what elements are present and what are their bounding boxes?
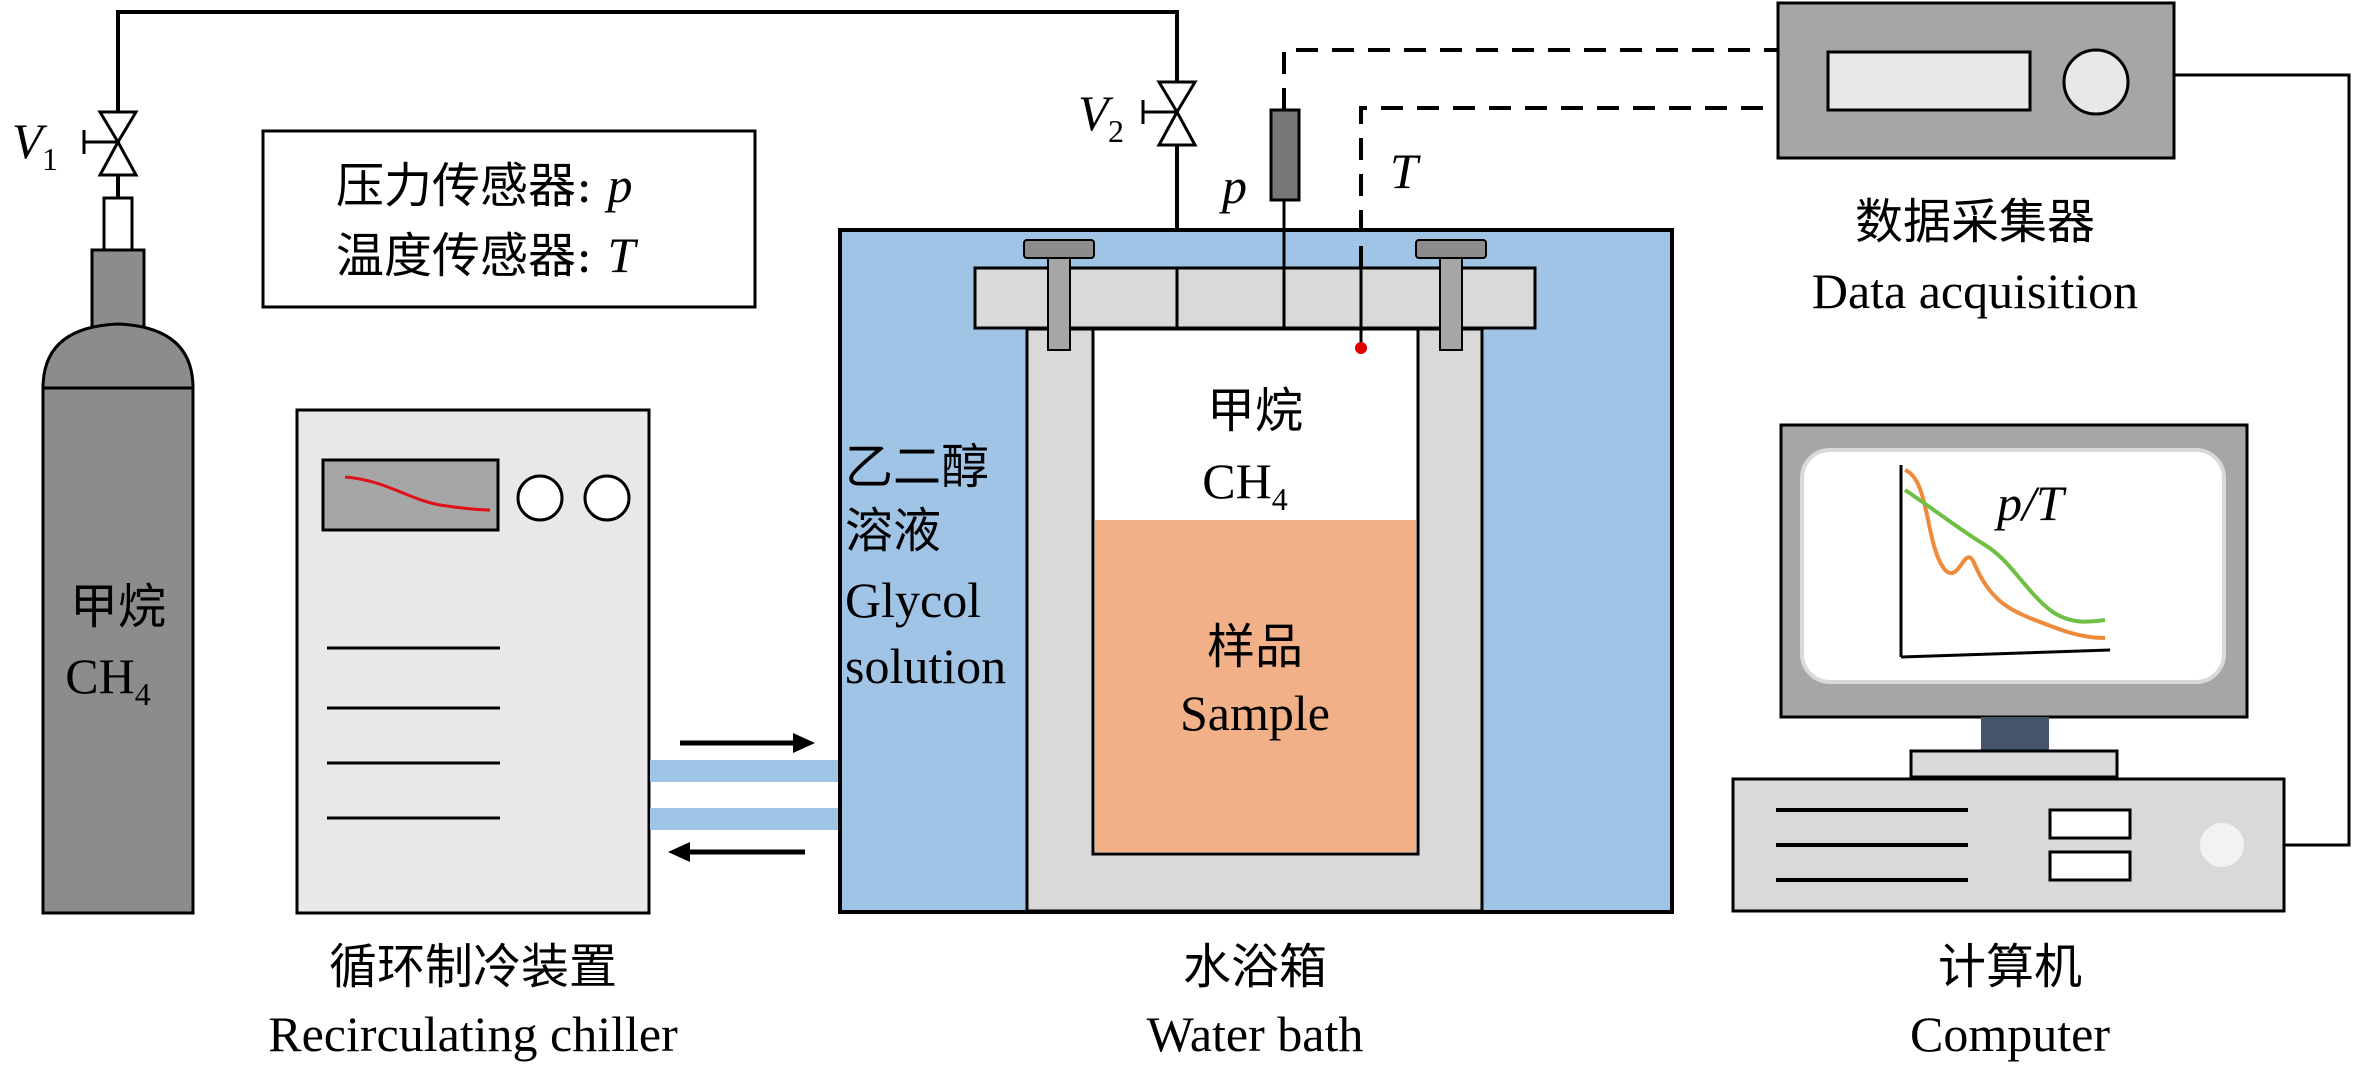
legend-temperature-line: 温度传感器: T xyxy=(336,227,638,284)
screen-curve-pressure xyxy=(1903,468,2106,640)
monitor-base xyxy=(1909,749,2119,779)
monitor-screen xyxy=(1800,448,2226,684)
chiller-knob-icon[interactable] xyxy=(516,474,564,522)
valve-v2-icon[interactable] xyxy=(1141,80,1198,147)
coolant-pipes xyxy=(650,733,841,862)
legend-pressure-line: 压力传感器: p xyxy=(336,157,632,214)
power-button-icon[interactable] xyxy=(2198,821,2246,869)
monitor-stand xyxy=(1981,717,2049,751)
sample-label-en: Sample xyxy=(1180,685,1330,741)
pressure-sensor-label: p xyxy=(1219,158,1247,214)
glycol-label-cn-2: 溶液 xyxy=(845,503,941,559)
glycol-label-en-1: Glycol xyxy=(845,572,981,628)
bolt-head-icon xyxy=(1023,239,1095,259)
daq-label-cn: 数据采集器 xyxy=(1855,194,2095,250)
recirculating-chiller xyxy=(295,408,651,915)
bolt-icon xyxy=(1439,254,1463,351)
temperature-sensor-label: T xyxy=(1390,143,1421,199)
daq-computer-cable xyxy=(2174,73,2351,847)
glycol-label-cn-1: 乙二醇 xyxy=(845,439,989,495)
reactor-vessel xyxy=(973,200,1537,913)
sample-layer xyxy=(1095,520,1416,852)
data-acquisition-device xyxy=(1776,1,2176,160)
daq-knob-icon[interactable] xyxy=(2062,48,2130,116)
pressure-sensor xyxy=(1269,108,1301,202)
methane-cylinder: 甲烷 CH4 xyxy=(41,196,195,915)
chiller-knob-icon[interactable] xyxy=(583,474,631,522)
cylinder-label-en: CH4 xyxy=(65,648,150,712)
flow-arrow-right-icon xyxy=(793,733,815,753)
screen-label: p/T xyxy=(1994,475,2067,531)
bolt-head-icon xyxy=(1415,239,1487,259)
flow-arrow-left-icon xyxy=(668,842,690,862)
computer-label-cn: 计算机 xyxy=(1938,939,2082,995)
bolt-icon xyxy=(1047,254,1071,351)
computer-label-en: Computer xyxy=(1910,1006,2110,1062)
reactor-gas-en: CH4 xyxy=(1202,453,1287,517)
drive-bay xyxy=(2048,808,2132,840)
valve-v1-label: V xyxy=(12,113,48,169)
drive-bay xyxy=(2048,850,2132,882)
chiller-label-cn: 循环制冷装置 xyxy=(329,939,617,995)
temperature-probe-dot xyxy=(1355,342,1367,354)
valve-v1-subscript: 1 xyxy=(42,141,58,177)
water-bath-label-en: Water bath xyxy=(1147,1006,1364,1062)
chiller-label-en: Recirculating chiller xyxy=(268,1006,678,1062)
signal-lines xyxy=(1282,48,1778,268)
computer: p/T xyxy=(1731,423,2286,913)
reactor-gas-cn: 甲烷 xyxy=(1207,383,1303,439)
sample-label-cn: 样品 xyxy=(1207,619,1303,675)
valve-v2-label: V xyxy=(1078,85,1114,141)
sensor-legend-box: 压力传感器: p 温度传感器: T xyxy=(261,129,757,309)
water-bath-label-cn: 水浴箱 xyxy=(1183,939,1327,995)
daq-display xyxy=(1826,50,2032,112)
glycol-label-en-2: solution xyxy=(845,638,1006,694)
cylinder-label-cn: 甲烷 xyxy=(70,579,166,635)
chiller-display-curve xyxy=(344,475,491,512)
valve-v1-icon[interactable] xyxy=(82,110,139,177)
valve-v2-subscript: 2 xyxy=(1108,113,1124,149)
screen-curve-temperature xyxy=(1903,488,2106,624)
daq-label-en: Data acquisition xyxy=(1812,263,2138,319)
